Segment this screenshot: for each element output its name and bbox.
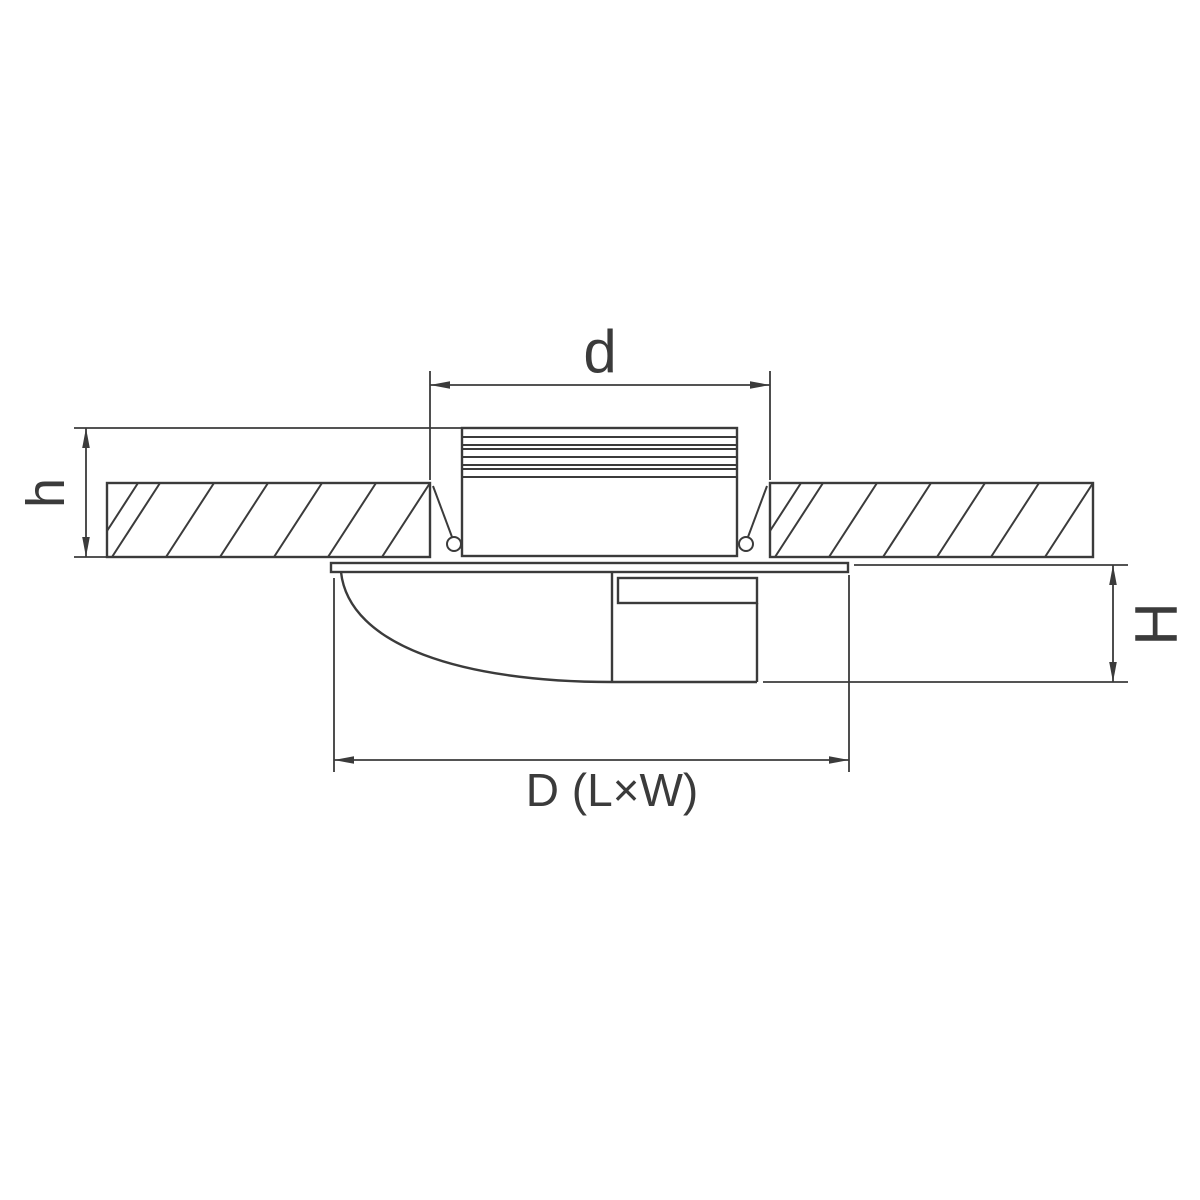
dim-h-label: h [16, 478, 76, 508]
hatch-lines-left [106, 482, 431, 558]
head-curved-profile [339, 571, 613, 684]
ceiling-slab-right [768, 481, 1095, 559]
heatsink-fins [462, 436, 737, 478]
spring-loop-left [446, 536, 462, 552]
dim-H-label: H [1123, 602, 1190, 645]
dim-D-label: D (L×W) [526, 764, 699, 816]
hatch-lines-right [769, 482, 1094, 558]
trim-flange [329, 561, 850, 574]
head-step-detail [616, 576, 759, 605]
lamp-housing [460, 426, 739, 558]
dim-d-label: d [583, 318, 616, 385]
spring-arm-right [747, 485, 768, 538]
spring-arm-left [432, 485, 453, 538]
spring-loop-right [738, 536, 754, 552]
ceiling-slab-left [105, 481, 432, 559]
